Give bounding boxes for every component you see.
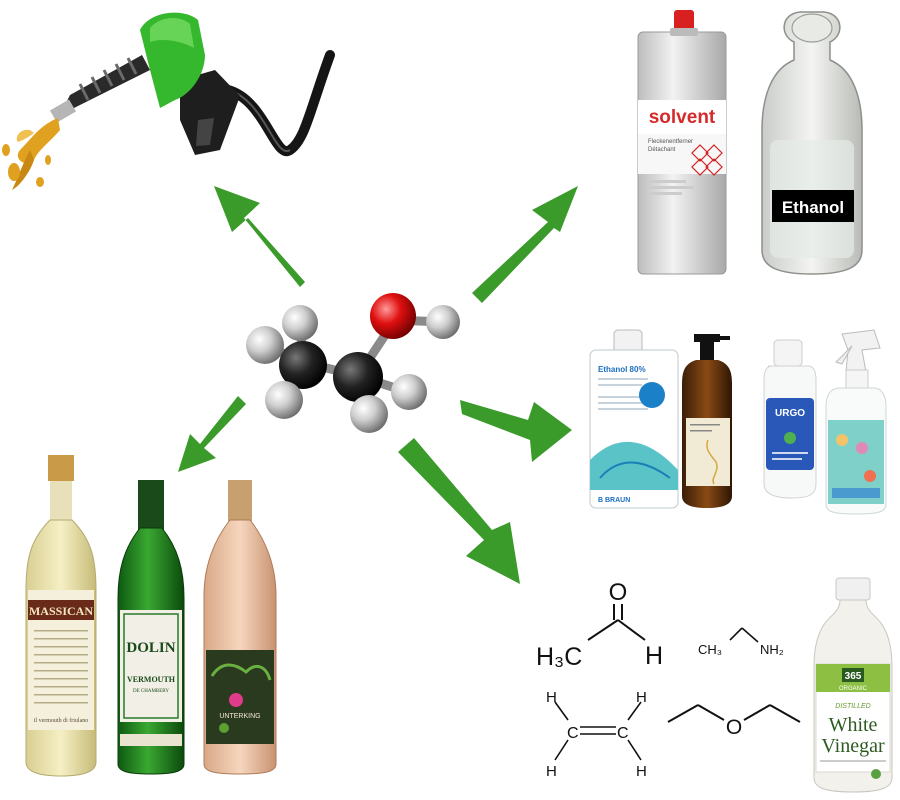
sanitizer-group: Ethanol 80% B BRAUN URGO: [589, 329, 887, 515]
rose-bottle-label: UNTERKING: [219, 713, 260, 720]
sanitizer-bottle-pump: [682, 334, 732, 508]
solvent-label: solvent: [649, 107, 716, 128]
ethanol-bottle: Ethanol: [761, 11, 863, 275]
massican-label: MASSICAN: [29, 604, 93, 618]
vinegar-bottle: 365 ORGANIC DISTILLED White Vinegar: [813, 577, 893, 793]
sanitizer-bottle-spray: [825, 329, 887, 515]
hydrogen-atom: [246, 326, 284, 364]
ethylamine-left: CH₃: [698, 642, 722, 657]
nozzle-spout: [49, 55, 150, 123]
arrows: [178, 186, 578, 584]
arrow-to-solvents: [472, 186, 578, 303]
acetaldehyde-o: O: [609, 579, 628, 606]
beverage-group: MASSICAN il vermouth di friulano DOLIN V…: [25, 455, 277, 777]
arrow-to-fuel: [214, 186, 305, 287]
fuel-nozzle: [2, 12, 335, 190]
vinegar-brand: 365: [845, 671, 862, 682]
hazard-icons: [691, 144, 723, 176]
hydrogen-atom: [391, 374, 427, 410]
vinegar-line1: White: [829, 714, 878, 736]
dolin-sub2: DE CHAMBERY: [133, 689, 169, 694]
fuel-splash: [2, 118, 60, 190]
acetaldehyde-structure: [587, 604, 646, 641]
dolin-label: DOLIN: [126, 640, 175, 656]
solvent-sub2: Détachant: [648, 147, 676, 153]
hydrogen-atom: [265, 381, 303, 419]
ethylene-h: H: [546, 763, 557, 780]
ethylene-h: H: [546, 689, 557, 706]
hydrogen-atom: [282, 305, 318, 341]
dolin-sub: VERMOUTH: [127, 675, 176, 684]
chemical-structures: O H₃C H CH₃ NH₂ C C H H H H: [536, 579, 801, 780]
vinegar-line2: Vinegar: [821, 735, 885, 757]
massican-foot: il vermouth di friulano: [34, 717, 89, 724]
ethylamine-structure: [729, 627, 759, 643]
oxygen-atom: [370, 293, 416, 339]
solvent-can: solvent Fleckenentferner Détachant: [637, 10, 727, 275]
bbraun-brand: B BRAUN: [598, 497, 630, 504]
solvent-sub1: Fleckenentferner: [648, 139, 693, 145]
bbraun-title: Ethanol 80%: [598, 365, 646, 374]
sanitizer-bottle-bbraun: Ethanol 80% B BRAUN: [589, 329, 679, 509]
vermouth-bottle-dolin: DOLIN VERMOUTH DE CHAMBERY: [117, 480, 185, 775]
ethylene-c2: C: [617, 725, 629, 742]
ether-structure: [667, 704, 801, 723]
acetaldehyde-right: H: [645, 642, 663, 670]
arrow-to-chemicals: [398, 438, 520, 584]
ethylene-h: H: [636, 689, 647, 706]
carbon-atom: [279, 341, 327, 389]
fuel-hose: [223, 50, 335, 157]
ether-o: O: [726, 716, 742, 739]
vermouth-bottle-rose: UNTERKING: [203, 480, 277, 775]
ethanol-molecule: [246, 293, 460, 433]
vermouth-bottle-massican: MASSICAN il vermouth di friulano: [25, 455, 97, 777]
vinegar-organic: ORGANIC: [839, 686, 868, 692]
ethylene-h: H: [636, 763, 647, 780]
sanitizer-bottle-urgo: URGO: [763, 339, 817, 499]
ethylene-structure: [554, 701, 642, 761]
ethylene-c1: C: [567, 725, 579, 742]
hydrogen-atom: [350, 395, 388, 433]
arrow-to-beverages: [178, 396, 246, 472]
carbon-atom: [333, 352, 383, 402]
hydrogen-atom: [426, 305, 460, 339]
arrow-to-sanitizers: [460, 400, 572, 462]
vinegar-distilled: DISTILLED: [835, 703, 870, 710]
acetaldehyde-left: H₃C: [536, 643, 582, 671]
ethylamine-right: NH₂: [760, 642, 784, 657]
urgo-brand: URGO: [775, 408, 805, 419]
ethanol-bottle-label: Ethanol: [782, 198, 844, 217]
cartoon-figures: [832, 434, 880, 498]
